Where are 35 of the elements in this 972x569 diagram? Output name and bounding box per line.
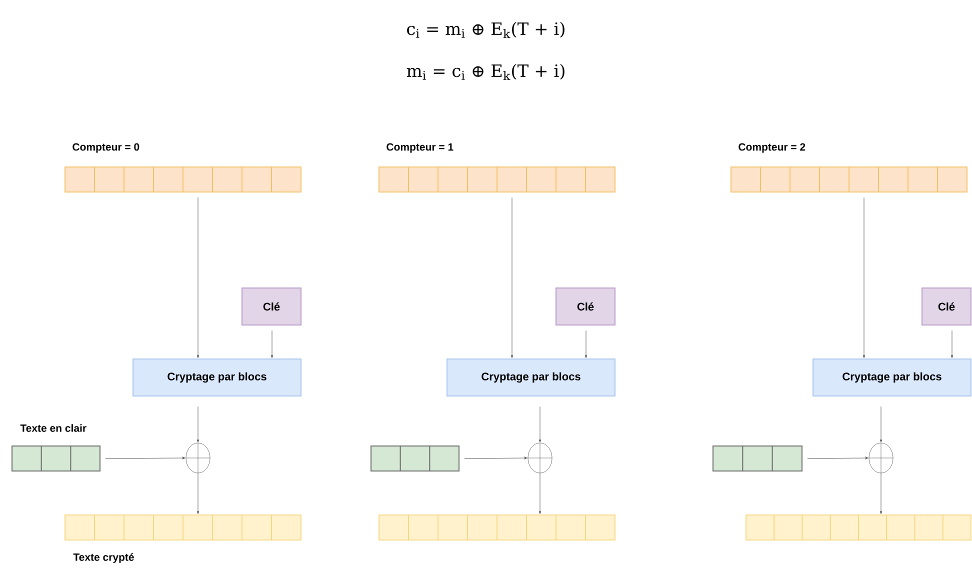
arrow — [880, 406, 882, 442]
block-cipher-box: Cryptage par blocs — [446, 358, 616, 396]
xor-symbol — [528, 442, 552, 474]
bar-heading: Texte crypté — [73, 553, 134, 563]
arrow — [538, 406, 542, 442]
formula: m$_{i}$ = c$_{i}$ ⊕ E$_{k}$(T + i) — [406, 64, 564, 80]
bar-heading: Compteur = 0 — [72, 143, 140, 153]
arrow — [270, 330, 274, 358]
arrow — [862, 197, 866, 358]
arrow — [538, 472, 542, 514]
bar-heading: Texte en clair — [20, 424, 86, 432]
ciphertext-bar — [746, 514, 972, 540]
arrow — [464, 456, 528, 460]
arrow — [196, 472, 200, 514]
formula: c$_{i}$ = m$_{i}$ ⊕ E$_{k}$(T + i) — [407, 22, 564, 38]
key-box: Clé — [556, 288, 616, 326]
bar-heading: Compteur = 2 — [738, 143, 806, 153]
arrow — [950, 330, 954, 358]
arrow — [105, 456, 186, 460]
key-box: Clé — [242, 288, 302, 326]
xor-symbol — [186, 442, 210, 474]
arrow — [807, 456, 868, 460]
ciphertext-bar — [378, 514, 616, 540]
arrow — [880, 472, 882, 514]
arrow — [584, 330, 588, 358]
plaintext-bar — [712, 446, 802, 472]
block-cipher-box: Cryptage par blocs — [812, 358, 972, 396]
plaintext-bar — [370, 446, 460, 472]
arrow — [510, 197, 514, 358]
xor-symbol — [868, 442, 894, 474]
key-box: Clé — [922, 288, 972, 326]
arrow — [196, 406, 200, 442]
arrow — [196, 197, 200, 358]
block-cipher-box: Cryptage par blocs — [132, 358, 302, 396]
bar-heading: Compteur = 1 — [386, 143, 454, 153]
